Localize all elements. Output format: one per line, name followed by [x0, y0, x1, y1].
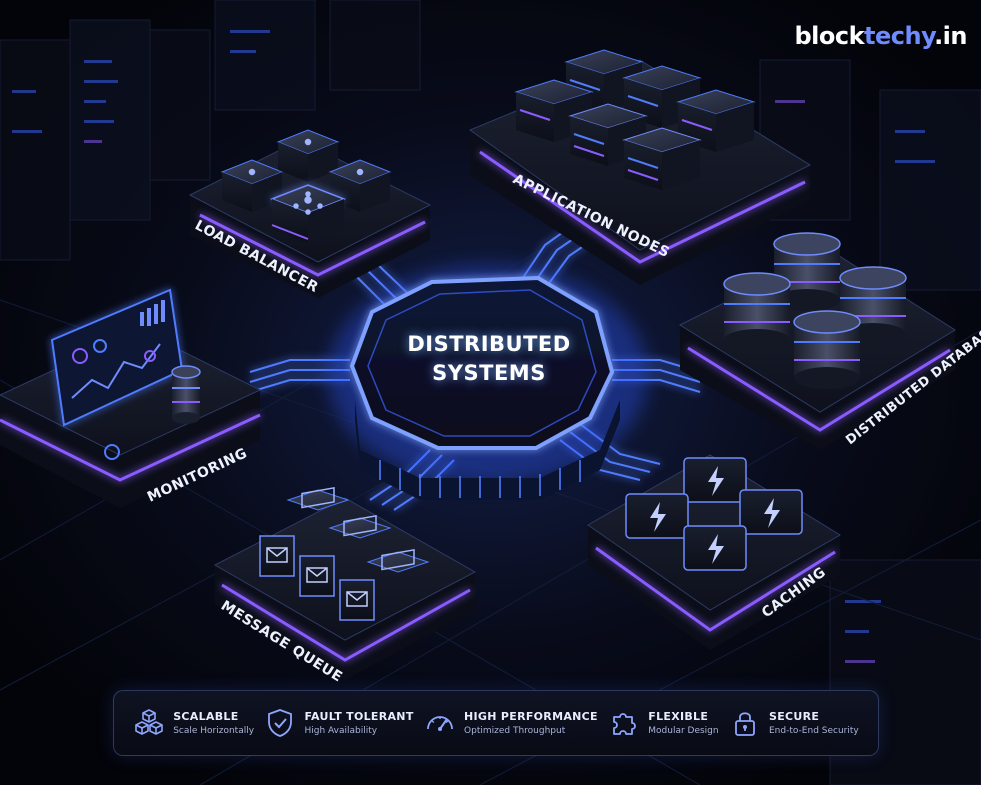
sensor-cylinder-icon [171, 365, 201, 424]
brand-logo: blocktechy.in [794, 22, 967, 50]
brand-part-3: .in [934, 22, 967, 50]
database-cylinders [723, 232, 907, 389]
cubes-icon [135, 709, 164, 735]
application-nodes-module: APPLICATION NODES [468, 49, 812, 285]
feature-subtitle: Modular Design [648, 726, 719, 736]
brand-part-1: block [794, 22, 865, 50]
distributed-systems-hub [328, 265, 648, 500]
message-queue-module: MESSAGE QUEUE [213, 487, 477, 686]
server-node-cubes [514, 49, 756, 190]
monitor-dashboard-screen [50, 288, 184, 427]
brand-part-2: techy [864, 22, 935, 50]
lightning-cache-icons [625, 457, 803, 571]
feature-bar: SCALABLE Scale Horizontally FAULT TOLERA… [113, 690, 879, 756]
feature-title: SECURE [769, 710, 820, 723]
feature-high-performance: HIGH PERFORMANCE Optimized Throughput [424, 707, 598, 739]
power-button-icon [104, 444, 120, 460]
lock-icon [735, 712, 755, 736]
hub-title-line1: DISTRIBUTED [407, 332, 571, 356]
feature-title: FAULT TOLERANT [304, 710, 414, 723]
monitoring-module: MONITORING [0, 288, 262, 508]
feature-flexible: FLEXIBLE Modular Design [608, 707, 719, 739]
caching-module: CACHING [587, 454, 841, 650]
hub-title-line2: SYSTEMS [432, 361, 546, 385]
puzzle-icon [613, 713, 637, 735]
feature-title: HIGH PERFORMANCE [464, 710, 598, 723]
feature-scalable: SCALABLE Scale Horizontally [133, 707, 254, 739]
feature-fault-tolerant: FAULT TOLERANT High Availability [264, 707, 413, 739]
hub-octagon [349, 275, 615, 450]
envelope-message-icons [259, 487, 430, 621]
feature-subtitle: End-to-End Security [769, 726, 859, 736]
feature-title: FLEXIBLE [648, 710, 709, 723]
feature-subtitle: High Availability [304, 726, 378, 736]
gauge-icon [427, 716, 453, 731]
feature-subtitle: Optimized Throughput [464, 726, 566, 736]
shield-check-icon [268, 709, 293, 737]
feature-secure: SECURE End-to-End Security [729, 707, 859, 739]
feature-title: SCALABLE [173, 710, 239, 723]
network-node-cubes [220, 129, 392, 243]
feature-subtitle: Scale Horizontally [173, 726, 255, 736]
hub-title: DISTRIBUTED SYSTEMS [372, 330, 606, 388]
